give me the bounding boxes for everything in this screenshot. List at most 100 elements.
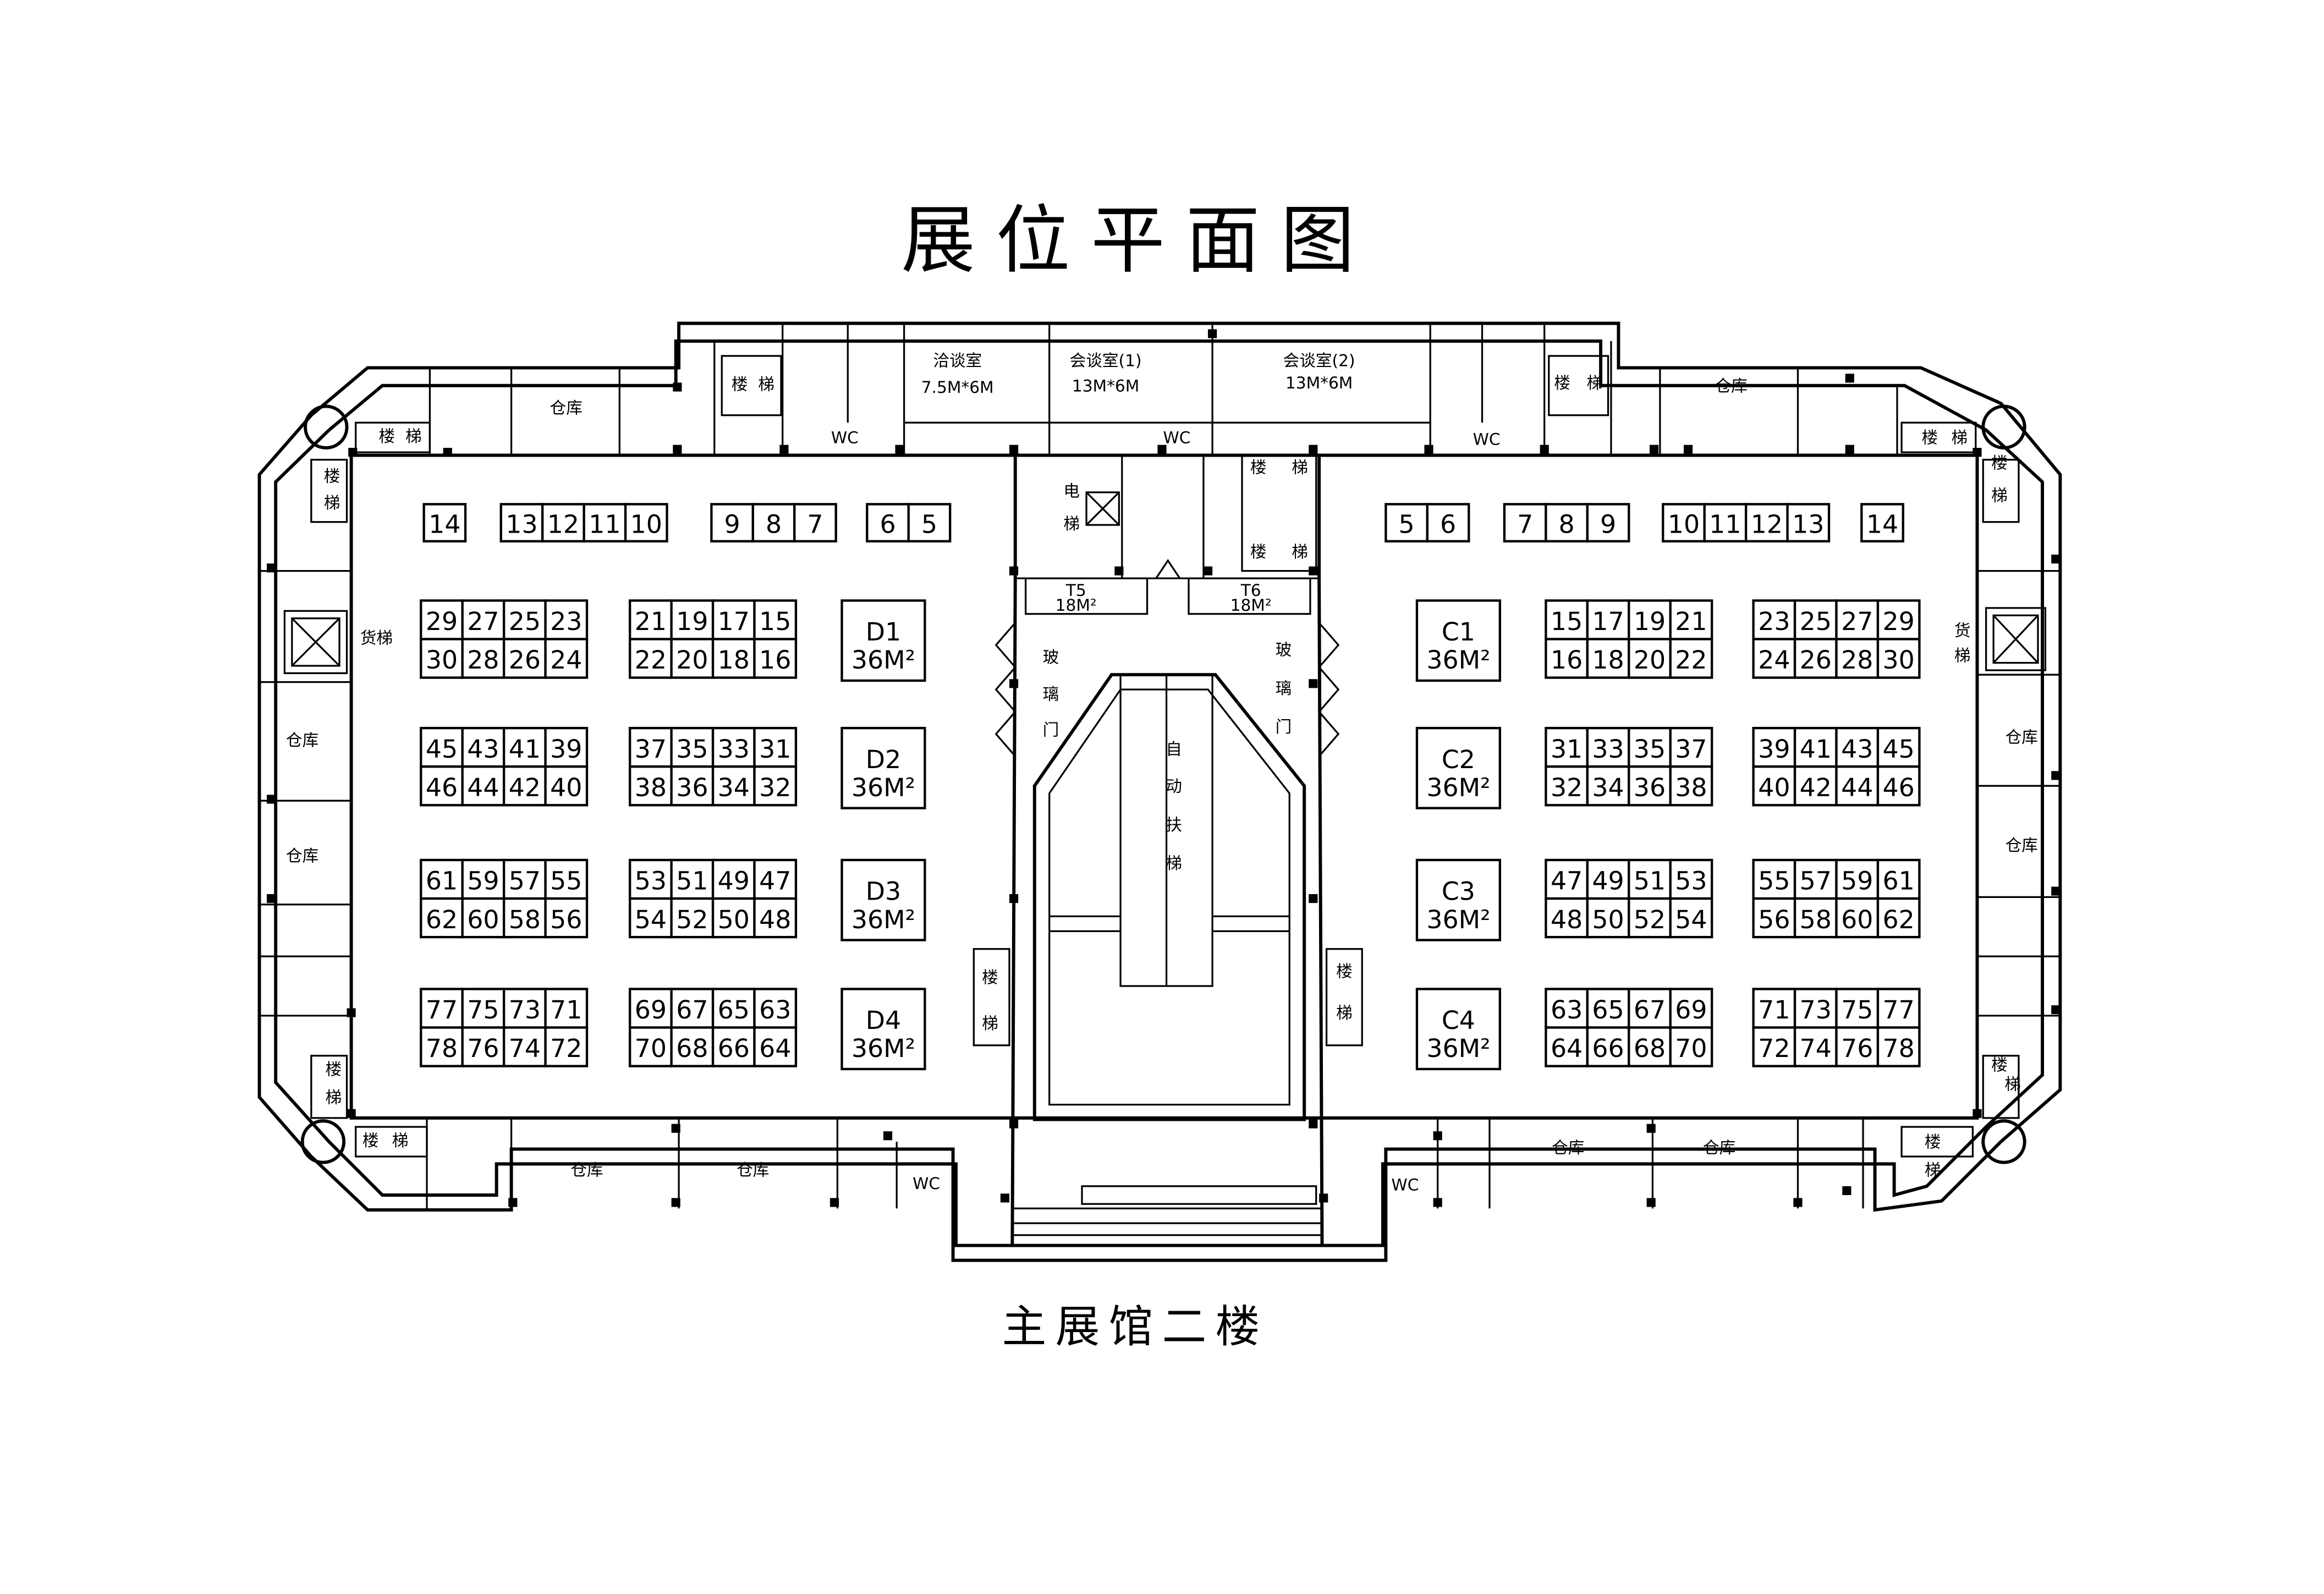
booth[interactable]: 42 <box>502 765 547 807</box>
booth-cell[interactable] <box>1669 1026 1713 1067</box>
booth[interactable]: 36 <box>1628 765 1672 807</box>
booth[interactable]: 69 <box>629 988 673 1029</box>
booth-cell[interactable] <box>1586 988 1630 1029</box>
booth[interactable]: 24 <box>1752 638 1796 679</box>
booth[interactable]: 13 <box>1786 503 1831 543</box>
booth[interactable]: 28 <box>1835 638 1880 679</box>
booth[interactable]: 10 <box>1662 503 1706 543</box>
booth[interactable]: 55 <box>1752 858 1796 900</box>
booth-cell[interactable] <box>1586 599 1630 640</box>
booth[interactable]: 56 <box>544 897 589 939</box>
booth[interactable]: 43 <box>1835 727 1880 768</box>
booth[interactable]: 40 <box>544 765 589 807</box>
booth-cell[interactable] <box>544 765 589 807</box>
booth[interactable]: 25 <box>502 599 547 640</box>
booth[interactable]: 6 <box>866 503 910 543</box>
booth[interactable]: 14 <box>1860 503 1904 543</box>
booth[interactable]: 32 <box>1545 765 1589 807</box>
large-booth-cell[interactable] <box>840 988 926 1071</box>
booth[interactable]: 62 <box>1876 897 1921 939</box>
booth[interactable]: 66 <box>1586 1026 1630 1067</box>
booth[interactable]: 59 <box>461 858 506 900</box>
booth[interactable]: 78 <box>420 1026 464 1067</box>
booth[interactable]: 61 <box>420 858 464 900</box>
booth-cell[interactable] <box>502 638 547 679</box>
booth[interactable]: 51 <box>670 858 715 900</box>
booth[interactable]: 42 <box>1793 765 1838 807</box>
booth[interactable]: 35 <box>670 727 715 768</box>
booth-cell[interactable] <box>1628 638 1672 679</box>
booth[interactable]: 23 <box>1752 599 1796 640</box>
booth[interactable]: 76 <box>1835 1026 1880 1067</box>
booth[interactable]: 63 <box>1545 988 1589 1029</box>
booth[interactable]: 20 <box>1628 638 1672 679</box>
booth[interactable]: 66 <box>711 1026 756 1067</box>
booth[interactable]: 55 <box>544 858 589 900</box>
booth[interactable]: 38 <box>1669 765 1713 807</box>
booth[interactable]: 40 <box>1752 765 1796 807</box>
booth-cell[interactable] <box>420 638 464 679</box>
booth-cell[interactable] <box>1793 897 1838 939</box>
booth[interactable]: 36 <box>670 765 715 807</box>
booth-cell[interactable] <box>544 599 589 640</box>
booth-cell[interactable] <box>461 765 506 807</box>
booth[interactable]: 19 <box>1628 599 1672 640</box>
booth[interactable]: 8 <box>1545 503 1589 543</box>
booth[interactable]: 65 <box>711 988 756 1029</box>
booth[interactable]: 12 <box>541 503 585 543</box>
booth[interactable]: 34 <box>711 765 756 807</box>
booth-cell[interactable] <box>1793 858 1838 900</box>
booth-cell[interactable] <box>1586 858 1630 900</box>
booth-cell[interactable] <box>753 599 798 640</box>
booth[interactable]: 34 <box>1586 765 1630 807</box>
booth[interactable]: 8 <box>751 503 796 543</box>
booth[interactable]: 54 <box>629 897 673 939</box>
booth[interactable]: 31 <box>1545 727 1589 768</box>
booth[interactable]: 26 <box>502 638 547 679</box>
booth-cell[interactable] <box>753 765 798 807</box>
booth-cell[interactable] <box>753 638 798 679</box>
booth-cell[interactable] <box>793 503 837 543</box>
booth[interactable]: 23 <box>544 599 589 640</box>
booth[interactable]: 32 <box>753 765 798 807</box>
booth[interactable]: 60 <box>1835 897 1880 939</box>
booth-cell[interactable] <box>629 1026 673 1067</box>
large-booth-cell[interactable] <box>1415 858 1502 941</box>
booth-cell[interactable] <box>502 727 547 768</box>
booth[interactable]: 54 <box>1669 897 1713 939</box>
booth-cell[interactable] <box>1835 599 1880 640</box>
booth-cell[interactable] <box>422 503 467 543</box>
booth[interactable]: 11 <box>1703 503 1748 543</box>
booth[interactable]: 15 <box>753 599 798 640</box>
booth-cell[interactable] <box>1752 1026 1796 1067</box>
booth[interactable]: 45 <box>420 727 464 768</box>
booth-cell[interactable] <box>753 897 798 939</box>
booth-cell[interactable] <box>1669 599 1713 640</box>
booth[interactable]: 77 <box>1876 988 1921 1029</box>
booth[interactable]: 6 <box>1426 503 1470 543</box>
booth-cell[interactable] <box>629 897 673 939</box>
booth[interactable]: 58 <box>502 897 547 939</box>
booth-cell[interactable] <box>1628 1026 1672 1067</box>
booth[interactable]: 41 <box>502 727 547 768</box>
booth[interactable]: 61 <box>1876 858 1921 900</box>
booth-cell[interactable] <box>1876 858 1921 900</box>
booth-cell[interactable] <box>502 897 547 939</box>
booth[interactable]: 64 <box>1545 1026 1589 1067</box>
booth[interactable]: 21 <box>629 599 673 640</box>
booth[interactable]: 44 <box>1835 765 1880 807</box>
booth-cell[interactable] <box>1876 1026 1921 1067</box>
booth-cell[interactable] <box>544 1026 589 1067</box>
booth-cell[interactable] <box>1860 503 1904 543</box>
booth-cell[interactable] <box>1545 503 1589 543</box>
booth-cell[interactable] <box>1876 638 1921 679</box>
booth[interactable]: 69 <box>1669 988 1713 1029</box>
booth[interactable]: 53 <box>1669 858 1713 900</box>
large-booth-cell[interactable] <box>840 727 926 809</box>
booth-cell[interactable] <box>1545 727 1589 768</box>
booth-cell[interactable] <box>1669 765 1713 807</box>
